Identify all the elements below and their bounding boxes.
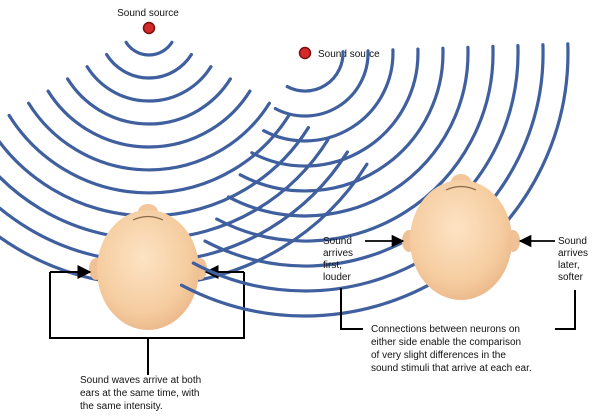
right-caption-line-3: of very slight differences in the	[371, 350, 506, 361]
right-sound-source-dot	[298, 46, 312, 60]
right-right-ear-label-2: arrives	[558, 248, 588, 259]
left-wave-arc-5	[46, 89, 252, 149]
left-head	[89, 204, 207, 330]
left-wave-arc-1	[124, 40, 174, 57]
right-left-ear-label-2: arrives	[323, 248, 353, 259]
right-sound-waves	[179, 42, 570, 318]
right-wave-arc-4	[250, 47, 420, 168]
right-left-ear-label-1: Sound	[323, 236, 352, 247]
right-left-ear-label-3: first,	[323, 260, 342, 271]
left-sound-source-dot	[142, 21, 156, 35]
right-caption-line-4: sound stimuli that arrive at each ear.	[371, 363, 532, 374]
right-wave-arc-5	[238, 46, 445, 193]
right-wave-arc-7	[215, 44, 495, 243]
right-bracket-left	[340, 288, 363, 330]
right-head-brow	[445, 185, 477, 191]
right-caption-line-2: either side enable the comparison	[371, 337, 521, 348]
left-caption-line-1: Sound waves arrive at both	[80, 375, 201, 386]
left-source-label: Sound source	[117, 8, 179, 19]
left-head-skull	[97, 210, 199, 330]
right-head	[402, 174, 520, 300]
right-wave-arc-2	[273, 49, 370, 118]
left-panel: Sound source Sound waves arrive at both …	[0, 8, 369, 412]
right-wave-arc-6	[226, 45, 470, 218]
left-wave-arc-4	[66, 77, 232, 126]
right-wave-arc-1	[285, 50, 345, 93]
right-right-ear-label-4: softer	[558, 272, 584, 283]
right-head-skull	[410, 180, 512, 300]
right-right-ear-label-1: Sound	[558, 236, 587, 247]
left-head-brow	[132, 215, 164, 221]
left-caption-line-3: the same intensity.	[80, 401, 163, 412]
left-wave-arc-2	[105, 52, 193, 80]
right-panel: Sound source Sound arrives first, louder…	[179, 42, 588, 374]
right-wave-arc-3	[262, 48, 395, 143]
left-caption-line-2: ears at the same time, with	[80, 388, 200, 399]
right-source-label: Sound source	[318, 49, 380, 60]
right-caption-line-1: Connections between neurons on	[371, 324, 520, 335]
right-bracket-right	[555, 290, 576, 330]
right-right-ear-label-3: later,	[558, 260, 580, 271]
left-wave-arc-3	[85, 65, 213, 103]
right-wave-arc-10	[179, 42, 570, 318]
left-wave-arc-8	[0, 126, 310, 218]
right-left-ear-label-4: louder	[323, 272, 351, 283]
left-wave-arc-6	[27, 101, 271, 172]
left-wave-arc-7	[7, 113, 291, 195]
